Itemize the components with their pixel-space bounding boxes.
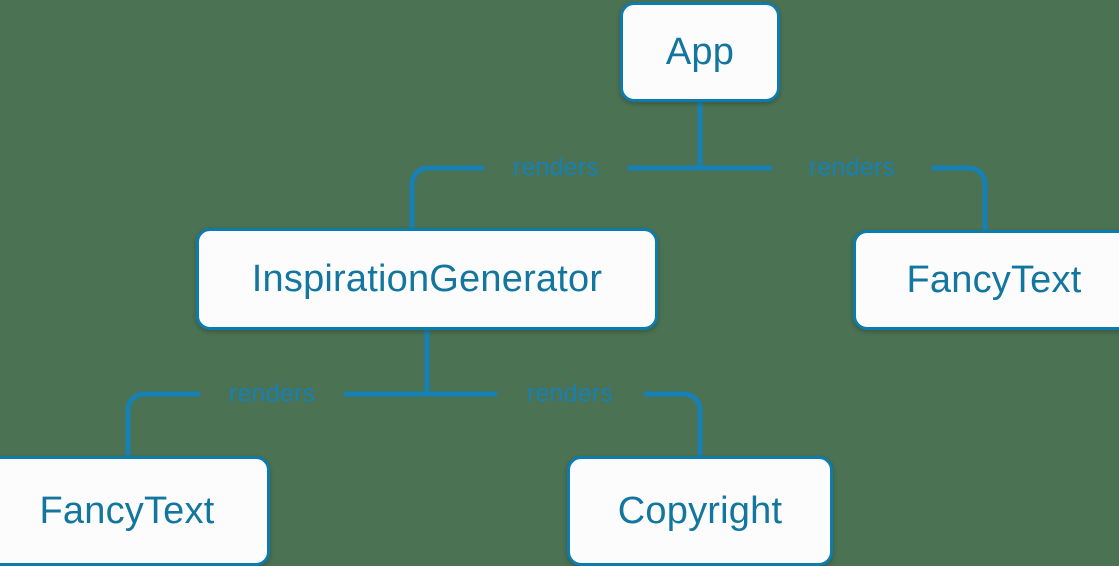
edge-ig-to-fancytext-left-seg: [125, 391, 200, 456]
edge-label-app-inspirationgenerator: renders: [512, 153, 600, 182]
edge-label-inspirationgenerator-copyright: renders: [526, 379, 614, 408]
edge-label-inspirationgenerator-fancytext: renders: [228, 379, 316, 408]
node-app-label: App: [665, 30, 735, 73]
edge-app-to-fancytext-right-seg: [932, 165, 988, 230]
node-fancytext-bottom[interactable]: FancyText: [0, 456, 270, 566]
node-app[interactable]: App: [620, 2, 780, 102]
node-fancytext-right-label: FancyText: [906, 258, 1082, 301]
node-inspirationgenerator[interactable]: InspirationGenerator: [196, 228, 658, 330]
node-fancytext-right[interactable]: FancyText: [853, 230, 1119, 330]
node-copyright[interactable]: Copyright: [567, 456, 833, 566]
edge-label-app-fancytext: renders: [808, 153, 896, 182]
edge-ig-to-copyright-right-seg: [644, 391, 703, 456]
edge-app-to-inspirationgenerator-left-seg: [409, 165, 484, 228]
node-copyright-label: Copyright: [617, 489, 783, 532]
node-fancytext-bottom-label: FancyText: [39, 489, 215, 532]
node-inspirationgenerator-label: InspirationGenerator: [251, 257, 603, 300]
